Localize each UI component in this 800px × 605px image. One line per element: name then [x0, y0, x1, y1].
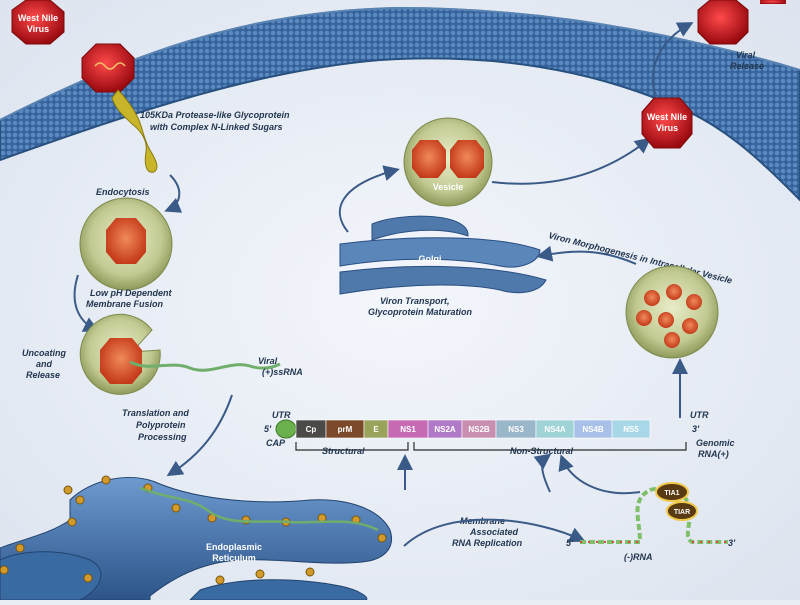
golgi-label: Golgi	[419, 254, 442, 264]
tia1-label: TIA1	[664, 490, 679, 497]
virus-label-r-1: West Nile	[647, 112, 687, 122]
genome-segment-label: NS3	[508, 425, 524, 434]
arrow-translation	[166, 394, 233, 477]
translation-label-3: Processing	[138, 432, 187, 442]
arrow-to-nonstructural	[533, 453, 552, 493]
genome-segment-label: NS1	[400, 425, 416, 434]
five-prime-label: 5'	[264, 424, 272, 434]
genome-segment-label: prM	[338, 425, 353, 434]
morphogenesis-vesicle	[625, 265, 719, 359]
utr-right-label: UTR	[690, 410, 709, 420]
fusion-label-2: Membrane Fusion	[86, 299, 164, 309]
genome-segment-label: E	[373, 425, 379, 434]
er-label-2: Reticulum	[212, 553, 256, 563]
genome-segment-label: NS2A	[434, 425, 456, 434]
arrow-endocytosis	[164, 174, 183, 213]
replication-label-2: Associated	[469, 527, 519, 537]
morphogenesis-label: Viron Morphogenesis in Intracellular Ves…	[548, 230, 734, 285]
arrow-release	[651, 22, 694, 97]
arrow-morph-to-golgi	[536, 245, 637, 265]
er-rna-strand	[139, 486, 379, 532]
arrow-replication-loop	[558, 454, 641, 495]
virus-right: West Nile Virus	[641, 97, 693, 149]
virus-attaching	[81, 43, 158, 173]
transport-label-1: Viron Transport,	[380, 296, 450, 306]
neg-rna-label: (-)RNA	[624, 552, 653, 562]
er-label-1: Endoplasmic	[206, 542, 262, 552]
fusion-label-1: Low pH Dependent	[90, 288, 172, 298]
uncoating-label-1: Uncoating	[22, 348, 67, 358]
genome-segment-label: NS4B	[582, 425, 604, 434]
replication-label-3: RNA Replication	[452, 538, 523, 548]
ribosomes	[0, 475, 387, 585]
non-structural-label: Non-Structural	[510, 446, 573, 456]
release-label-1: Viral	[736, 50, 756, 60]
structural-label: Structural	[322, 446, 365, 456]
endoplasmic-reticulum	[0, 477, 392, 601]
transport-label-2: Glycoprotein Maturation	[368, 307, 473, 317]
uncoating-particle	[79, 313, 281, 395]
arrow-er-to-replication	[403, 518, 586, 547]
genome-bar: UTR 5' CAP Cp prM E NS1 NS2A NS2B NS3 NS4A NS4B N…	[264, 410, 735, 459]
cap-label: CAP	[266, 438, 286, 448]
structural-bracket: Structural	[295, 442, 409, 456]
fusion-vesicle	[79, 197, 173, 291]
arrow-golgi-to-vesicle	[338, 165, 400, 233]
glycoprotein-label-2: with Complex N-Linked Sugars	[150, 122, 283, 132]
virus-released	[697, 0, 786, 45]
uncoating-label-3: Release	[26, 370, 60, 380]
viral-rna-label-1: Viral	[258, 356, 278, 366]
virus-label-r-2: Virus	[656, 123, 678, 133]
negative-rna-structure: TIA1 TIAR	[580, 482, 728, 544]
three-prime-label: 3'	[692, 424, 700, 434]
release-label-2: Release	[730, 61, 764, 71]
virus-top-left: West Nile Virus	[11, 0, 65, 45]
non-structural-bracket: Non-Structural	[413, 442, 687, 456]
genome-segment-label: NS2B	[468, 425, 490, 434]
genome-segment-label: NS5	[623, 425, 639, 434]
golgi-apparatus: Golgi	[339, 215, 547, 295]
translation-label-2: Polyprotein	[136, 420, 186, 430]
glycoprotein-label-1: 105KDa Protease-like Glycoprotein	[140, 110, 290, 120]
viral-rna-label-2: (+)ssRNA	[262, 367, 303, 377]
genome-segment	[611, 419, 651, 439]
vesicle-label: Vesicle	[433, 182, 464, 192]
virus-label-tl-1: West Nile	[18, 13, 58, 23]
neg-five-label: 5'	[566, 538, 574, 548]
replication-label-1: Membrane	[460, 516, 505, 526]
transport-vesicle: Vesicle	[403, 117, 493, 207]
arrow-vesicle-to-release	[491, 137, 652, 185]
genomic-rna-label-2: RNA(+)	[698, 449, 729, 459]
utr-left-label: UTR	[272, 410, 291, 420]
uncoating-label-2: and	[36, 359, 53, 369]
genome-segment-label: NS4A	[544, 425, 566, 434]
neg-three-label: 3'	[728, 538, 736, 548]
translation-label-1: Translation and	[122, 408, 189, 418]
genome-segments: Cp prM E NS1 NS2A NS2B NS3 NS4A NS4B NS5	[295, 419, 651, 439]
genomic-rna-label-1: Genomic	[696, 438, 735, 448]
virus-label-tl-2: Virus	[27, 24, 49, 34]
genome-segment-label: Cp	[306, 425, 317, 434]
tiar-label: TIAR	[674, 509, 690, 516]
endocytosis-label: Endocytosis	[96, 187, 150, 197]
